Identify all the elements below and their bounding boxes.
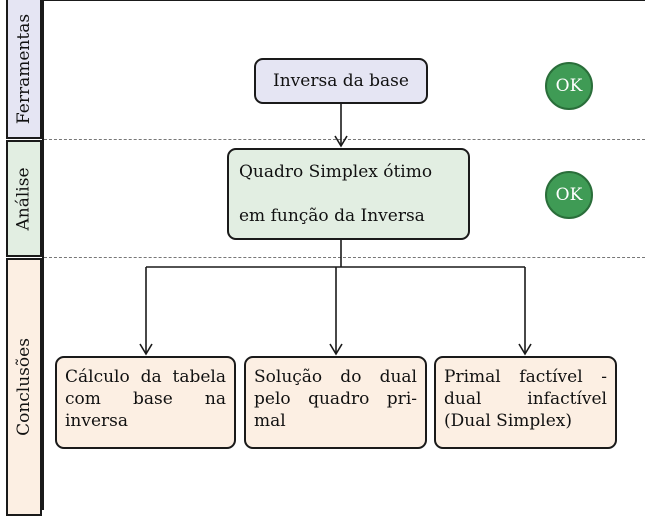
lane-label-tools: Ferramentas xyxy=(6,0,42,139)
node-dual-label: Solução do dual pelo quadro pri-mal xyxy=(254,367,417,431)
node-calc-label: Cálculo da tabela com base na inversa xyxy=(65,367,226,431)
lane-divider xyxy=(42,0,44,510)
status-badge-tools: OK xyxy=(545,62,593,110)
arrowhead-dual xyxy=(329,343,343,356)
node-primal: Primal factível - dual infactível (Dual … xyxy=(434,356,617,449)
node-inverse: Inversa da base xyxy=(254,58,428,104)
node-dual: Solução do dual pelo quadro pri-mal xyxy=(244,356,427,449)
node-inverse-label: Inversa da base xyxy=(273,71,409,91)
status-badge-analysis-text: OK xyxy=(555,185,583,205)
node-simplex-line1: Quadro Simplex ótimo xyxy=(239,162,433,182)
arrowhead-primal xyxy=(518,343,532,356)
node-primal-label: Primal factível - dual infactível (Dual … xyxy=(444,367,607,431)
status-badge-analysis: OK xyxy=(545,171,593,219)
top-border xyxy=(42,0,645,1)
arrowhead-calc xyxy=(139,343,153,356)
lane-label-conclusions: Conclusões xyxy=(6,258,42,516)
lane-separator-2 xyxy=(44,257,645,258)
node-simplex-line2: em função da Inversa xyxy=(239,206,425,226)
lane-label-analysis: Análise xyxy=(6,140,42,257)
node-simplex: Quadro Simplex ótimo em função da Invers… xyxy=(227,148,470,240)
arrowhead-simplex xyxy=(334,135,348,148)
status-badge-tools-text: OK xyxy=(555,76,583,96)
node-calc: Cálculo da tabela com base na inversa xyxy=(55,356,236,449)
